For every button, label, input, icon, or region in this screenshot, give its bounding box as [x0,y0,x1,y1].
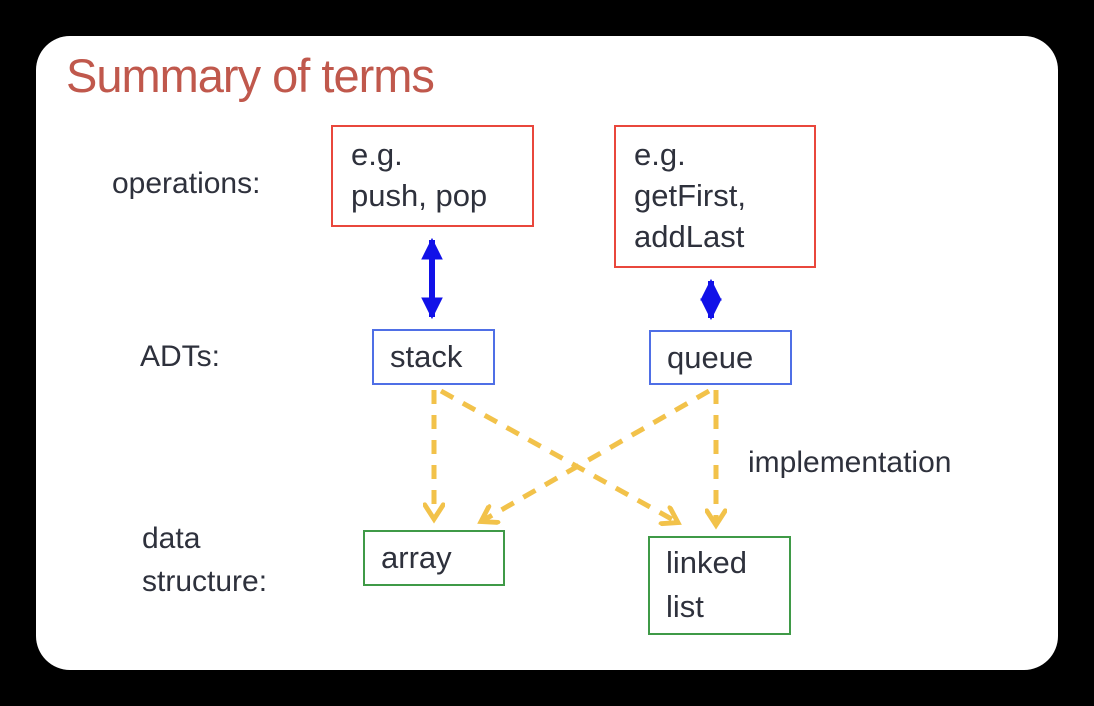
queue-operations-box: e.g. getFirst, addLast [614,125,816,268]
linked-list-line1: linked [666,545,747,580]
queue-adt-box: queue [649,330,792,385]
queue-adt-label: queue [667,339,754,375]
operations-row-label: operations: [112,167,261,200]
queue-operations-line2: getFirst, [634,178,746,213]
stack-operations-box: e.g. push, pop [331,125,534,227]
arrow-stack-linkedlist [439,388,677,522]
array-label: array [381,540,452,575]
queue-operations-line1: e.g. [634,137,686,172]
stack-operations-line2: push, pop [351,178,488,213]
stack-adt-box: stack [372,329,495,385]
array-data-structure-box: array [363,530,505,586]
stack-operations-line1: e.g. [351,137,403,172]
data-structure-label-line1: data [142,522,201,555]
implementation-label: implementation [748,446,952,479]
slide-title: Summary of terms [66,49,435,102]
queue-operations-line3: addLast [634,219,745,254]
arrow-queue-array [482,388,711,521]
stack-adt-label: stack [390,339,463,374]
adts-row-label: ADTs: [140,340,221,373]
slide-card: Summary of terms operations: ADTs: data … [36,36,1058,670]
linked-list-line2: list [666,589,704,624]
data-structure-label-line2: structure: [142,565,268,598]
linked-list-data-structure-box: linked list [648,536,791,635]
data-structure-row-label: data structure: [142,517,267,603]
